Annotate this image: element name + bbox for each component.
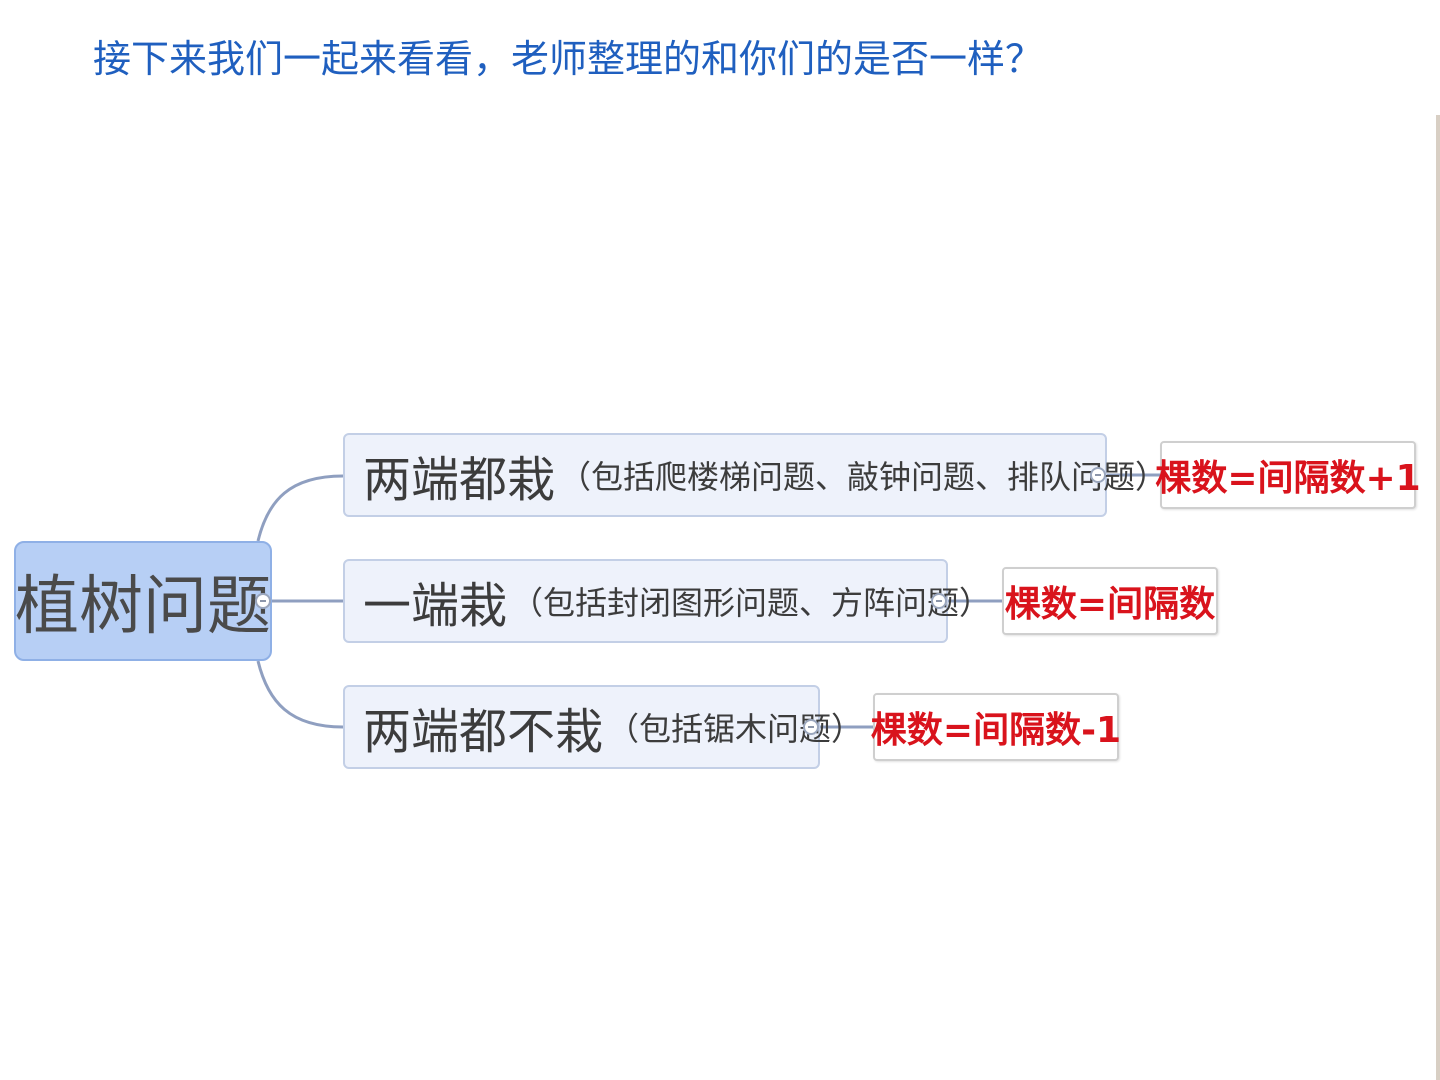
branch-node-one-end[interactable]: 一端栽 （包括封闭图形问题、方阵问题） <box>343 559 991 643</box>
formula-node-equal[interactable]: 棵数=间隔数 <box>1002 567 1218 635</box>
branch-note: （包括爬楼梯问题、敲钟问题、排队问题） <box>559 458 1168 496</box>
right-edge-divider <box>1436 115 1440 1080</box>
branch-3-collapse-icon[interactable] <box>803 719 819 735</box>
connector-root-branch-3 <box>256 660 344 729</box>
slide-heading: 接下来我们一起来看看，老师整理的和你们的是否一样？ <box>93 37 1044 81</box>
formula-node-plus-one[interactable]: 棵数=间隔数+1 <box>1155 441 1421 509</box>
branch-label: 两端都栽 <box>363 452 556 508</box>
connector-root-branch-1 <box>256 474 344 542</box>
branch-note: （包括封闭图形问题、方阵问题） <box>511 584 992 622</box>
root-collapse-icon[interactable] <box>255 593 271 609</box>
branch-label: 两端都不栽 <box>363 704 604 760</box>
mindmap-root-node[interactable]: 植树问题 <box>14 541 272 661</box>
formula-node-minus-one[interactable]: 棵数=间隔数-1 <box>871 693 1121 761</box>
branch-1-collapse-icon[interactable] <box>1090 467 1106 483</box>
branch-note: （包括锯木问题） <box>607 710 864 748</box>
branch-2-collapse-icon[interactable] <box>931 593 947 609</box>
branch-label: 一端栽 <box>363 578 508 634</box>
branch-node-neither-end[interactable]: 两端都不栽 （包括锯木问题） <box>343 685 863 769</box>
branch-node-both-ends[interactable]: 两端都栽 （包括爬楼梯问题、敲钟问题、排队问题） <box>343 433 1167 517</box>
